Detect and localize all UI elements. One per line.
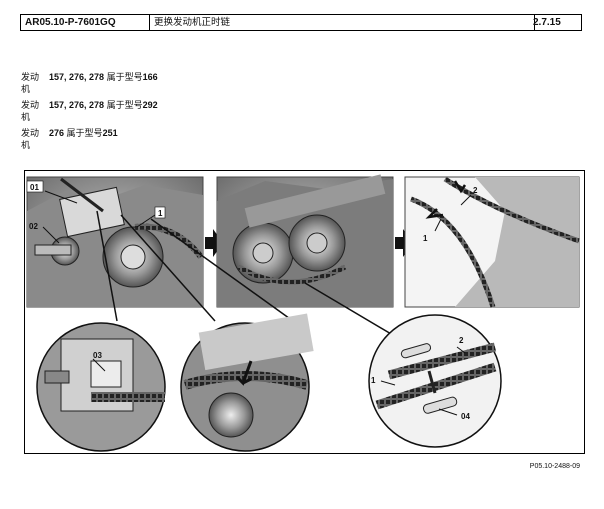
document-header: AR05.10-P-7601GQ 更换发动机正时链 2.7.15 xyxy=(20,14,582,31)
figure-reference: P05.10-2488-09 xyxy=(529,463,580,470)
detail-circle-chain-link xyxy=(368,314,502,448)
step-arrow-icon xyxy=(395,229,413,257)
engine-applicability: 157, 276, 278 属于型号292 xyxy=(49,99,158,111)
panel-new-chain xyxy=(404,176,580,308)
engine-type: 251 xyxy=(102,128,118,138)
engine-applicability: 276 属于型号251 xyxy=(49,127,118,139)
engine-models: 157, 276, 278 xyxy=(49,72,105,82)
engine-relation: 属于型号 xyxy=(106,100,143,110)
figure-illustration: 01 02 1 03 2 1 2 1 04 xyxy=(26,174,580,452)
engine-row: 发动机 276 属于型号251 xyxy=(21,127,321,151)
zoom-leader-line xyxy=(150,218,294,322)
engine-row: 发动机 157, 276, 278 属于型号292 xyxy=(21,99,321,123)
engine-label: 发动机 xyxy=(21,100,40,122)
step-arrow-icon xyxy=(205,229,223,257)
callout-leader xyxy=(44,190,78,204)
engine-relation: 属于型号 xyxy=(106,72,143,82)
direction-arrow-icon xyxy=(425,208,444,219)
callout-label: 04 xyxy=(461,412,470,421)
callout-leader xyxy=(136,214,156,228)
callout-label: 03 xyxy=(93,351,102,360)
callout-leader xyxy=(460,194,472,206)
detail-circle-tool xyxy=(36,322,166,452)
document-title: 更换发动机正时链 xyxy=(154,17,231,28)
callout-label: 1 xyxy=(371,376,376,385)
header-divider xyxy=(149,15,150,30)
callout-leader xyxy=(380,380,396,386)
callout-label: 2 xyxy=(459,336,464,345)
engine-label: 发动机 xyxy=(21,72,40,94)
detail-circle-chain-guide xyxy=(180,313,314,452)
callout-leader xyxy=(92,358,106,372)
callout-leader xyxy=(434,218,442,232)
panel-tool-install xyxy=(26,176,204,308)
document-version: 2.7.15 xyxy=(533,17,561,28)
callout-leader xyxy=(438,408,458,416)
callout-label: 1 xyxy=(423,234,428,243)
zoom-leader-line xyxy=(304,282,404,342)
document-number: AR05.10-P-7601GQ xyxy=(25,17,116,28)
engine-label: 发动机 xyxy=(21,128,40,150)
callout-label: 02 xyxy=(29,222,38,231)
engine-models: 157, 276, 278 xyxy=(49,100,105,110)
engine-row: 发动机 157, 276, 278 属于型号166 xyxy=(21,71,321,95)
engine-applicability: 157, 276, 278 属于型号166 xyxy=(49,71,158,83)
timing-chain-figure: 01 02 1 03 2 1 2 1 04 xyxy=(24,170,585,454)
zoom-leader-line xyxy=(96,210,118,322)
panel-camshaft-gears xyxy=(216,174,394,308)
callout-label: 1 xyxy=(158,209,163,218)
engine-models: 276 xyxy=(49,128,65,138)
engine-type: 166 xyxy=(142,72,158,82)
callout-label: 2 xyxy=(473,186,478,195)
direction-arrow-icon xyxy=(453,180,467,194)
engine-type: 292 xyxy=(142,100,158,110)
header-divider xyxy=(534,15,535,30)
zoom-leader-line xyxy=(120,214,216,322)
callout-label: 01 xyxy=(30,183,39,192)
callout-leader xyxy=(42,226,60,244)
callout-leader xyxy=(456,346,466,354)
engine-relation: 属于型号 xyxy=(66,128,103,138)
pull-arrow-icon xyxy=(235,360,253,386)
